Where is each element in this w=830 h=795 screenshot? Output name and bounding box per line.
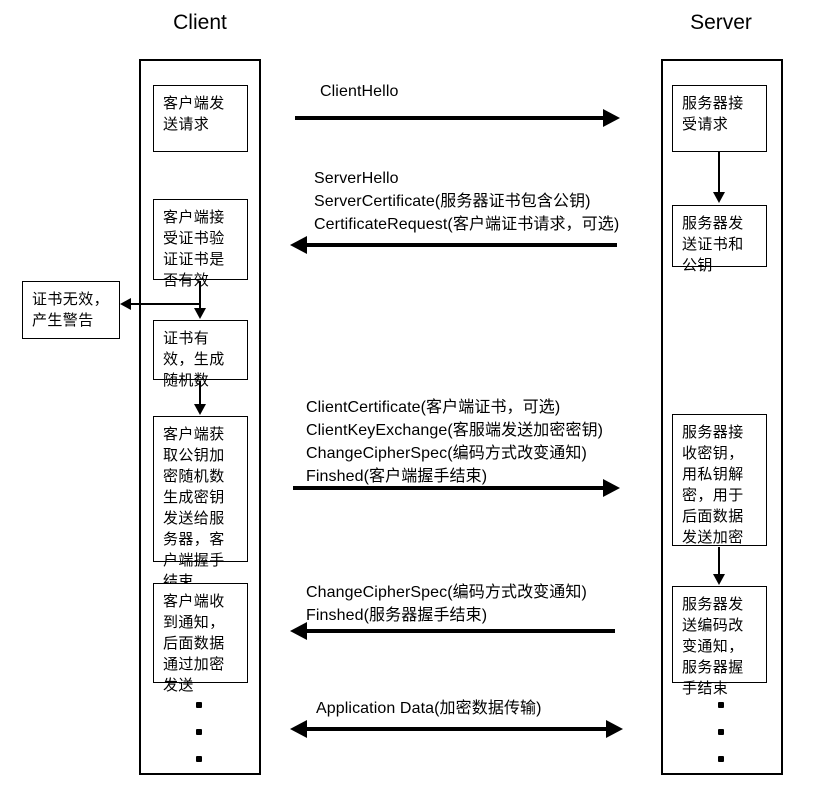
server-flow-arrowhead-down-2 [713, 574, 725, 585]
message-label-client-key-line-2: ClientKeyExchange(客服端发送加密密钥) [306, 422, 604, 439]
client-flow-branch-to-invalid [128, 303, 200, 305]
message-label-client-key-line-3: ChangeCipherSpec(编码方式改变通知) [306, 445, 587, 462]
client-flow-arrowhead-down [194, 308, 206, 319]
server-flow-arrowhead-down [713, 192, 725, 203]
client-box-generate-key: 客户端获取公钥加密随机数生成密钥发送给服务器，客户端握手结束 [153, 416, 248, 590]
server-box-change-cipher: 服务器发送编码改变通知，服务器握手结束 [672, 586, 767, 697]
dot [196, 702, 202, 708]
client-box-notified: 客户端收到通知，后面数据通过加密发送 [153, 583, 248, 694]
dot [718, 702, 724, 708]
server-box-decrypt-key: 服务器接收密钥，用私钥解密，用于后面数据发送加密 [672, 414, 767, 546]
dot [196, 729, 202, 735]
message-label-server-cipher-line-1: ChangeCipherSpec(编码方式改变通知) [306, 584, 587, 601]
message-arrow-application-data [305, 727, 608, 731]
dot [196, 756, 202, 762]
message-arrow-server-hello [305, 243, 617, 247]
client-flow-arrowhead-left [120, 298, 131, 310]
message-arrow-client-key-exchange [293, 486, 605, 490]
client-flow-connector-valid-to-key [199, 381, 201, 407]
message-arrow-client-hello [295, 116, 605, 120]
client-continuation-dots [196, 702, 202, 762]
client-flow-connector-verify-to-valid [199, 281, 201, 311]
message-arrowhead-client-hello-right [603, 109, 620, 127]
message-label-application-data: Application Data(加密数据传输) [316, 700, 542, 717]
message-arrowhead-server-hello-left [290, 236, 307, 254]
client-lifeline [139, 59, 261, 775]
dot [718, 756, 724, 762]
server-continuation-dots [718, 702, 724, 762]
server-lifeline [661, 59, 783, 775]
message-arrowhead-client-key-right [603, 479, 620, 497]
client-box-verify-certificate: 客户端接受证书验证证书是否有效 [153, 199, 248, 289]
server-flow-connector-decrypt-to-cipher [718, 547, 720, 576]
server-actor-title: Server [690, 11, 752, 34]
client-box-request: 客户端发送请求 [153, 85, 248, 152]
client-actor-title: Client [173, 11, 227, 34]
server-box-send-certificate: 服务器发送证书和公钥 [672, 205, 767, 274]
certificate-invalid-box: 证书无效，产生警告 [22, 281, 120, 339]
message-arrow-server-change-cipher [305, 629, 615, 633]
message-label-client-key-line-4: Finshed(客户端握手结束) [306, 468, 488, 485]
message-label-server-cipher-line-2: Finshed(服务器握手结束) [306, 607, 488, 624]
client-flow-arrowhead-down-2 [194, 404, 206, 415]
message-label-server-hello-line-2: ServerCertificate(服务器证书包含公钥) [314, 193, 591, 210]
server-flow-connector-accept-to-send [718, 152, 720, 194]
dot [718, 729, 724, 735]
message-label-server-hello-line-1: ServerHello [314, 170, 399, 187]
message-arrowhead-application-data-left [290, 720, 307, 738]
message-label-client-key-line-1: ClientCertificate(客户端证书，可选) [306, 399, 561, 416]
message-arrowhead-application-data-right [606, 720, 623, 738]
server-box-accept-request: 服务器接受请求 [672, 85, 767, 152]
client-box-certificate-valid: 证书有效，生成随机数 [153, 320, 248, 389]
message-arrowhead-server-cipher-left [290, 622, 307, 640]
message-label-client-hello-line-1: ClientHello [320, 83, 399, 100]
message-label-server-hello-line-3: CertificateRequest(客户端证书请求，可选) [314, 216, 620, 233]
